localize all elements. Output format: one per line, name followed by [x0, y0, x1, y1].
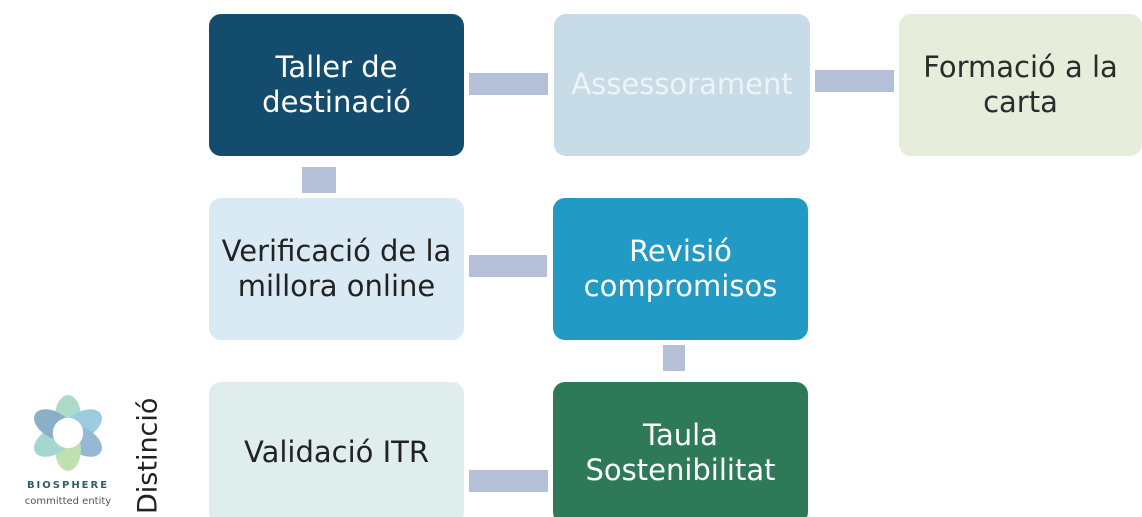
node-formacio-a-la-carta: Formació a la carta — [899, 14, 1142, 156]
connector-revisio-taula — [663, 345, 685, 371]
node-taula-sostenibilitat: Taula Sostenibilitat — [553, 382, 808, 517]
biosphere-logo: BIOSPHERE committed entity — [10, 395, 126, 513]
node-validacio-itr: Validació ITR — [209, 382, 464, 517]
node-label-line: compromisos — [583, 269, 778, 303]
node-label-line: millora online — [237, 269, 436, 303]
node-label-line: Taller de — [275, 49, 398, 84]
logo-brand-text: BIOSPHERE — [26, 480, 110, 491]
node-label-line: Taula — [643, 417, 718, 452]
node-label-line: Formació a la — [923, 49, 1118, 84]
node-assessorament: Assessorament — [554, 14, 810, 156]
side-label-distincio: Distinció — [132, 398, 164, 515]
connector-validacio-taula — [469, 470, 548, 492]
connector-taller-assessorament — [469, 73, 548, 95]
node-label-line: Assessorament — [571, 67, 793, 102]
connector-taller-verificacio — [302, 167, 336, 193]
connector-verificacio-revisio — [469, 255, 547, 277]
node-label-line: carta — [983, 85, 1058, 119]
connector-assessorament-formacio — [815, 70, 894, 92]
node-verificacio-millora-online: Verificació de la millora online — [209, 198, 464, 340]
node-label-line: Sostenibilitat — [585, 453, 776, 487]
node-revisio-compromisos: Revisió compromisos — [553, 198, 808, 340]
node-taller-de-destinacio: Taller de destinació — [209, 14, 464, 156]
node-label-line: destinació — [262, 85, 411, 119]
node-label-line: Revisió — [629, 233, 732, 268]
node-label-line: Validació ITR — [243, 435, 430, 470]
biosphere-flower-icon — [33, 395, 103, 471]
node-label-line: Verificació de la — [221, 233, 452, 268]
logo-tagline: committed entity — [24, 496, 112, 507]
